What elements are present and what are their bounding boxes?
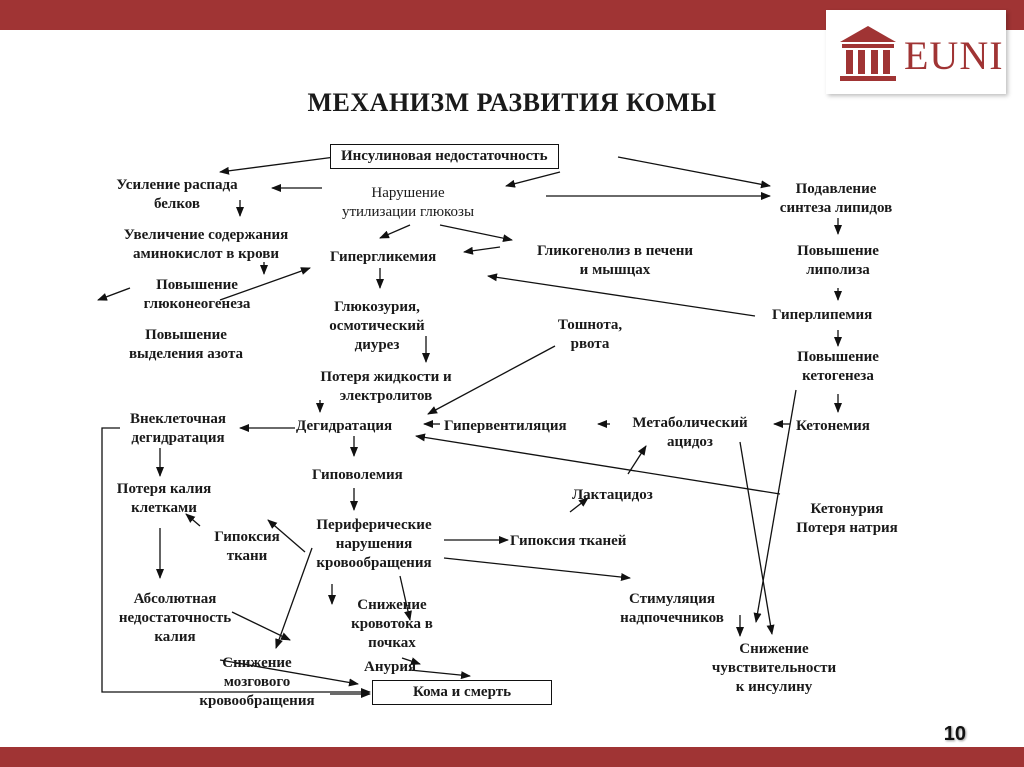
node-text: Периферические [316,517,432,533]
node-lipid-synthesis: Подавление синтеза липидов [756,180,916,218]
node-text: кровообращения [316,555,432,571]
node-nausea: Тошнота, рвота [542,316,638,354]
node-text: мозгового [223,674,291,690]
node-text: Метаболический [632,415,748,431]
node-gluconeogenesis: Повышение глюконеогенеза [122,276,272,314]
node-text: Снижение [739,641,809,657]
node-text: надпочечников [620,610,724,626]
node-text: клетками [131,500,197,516]
bottom-bar [0,747,1024,767]
node-text: утилизации глюкозы [341,204,475,220]
node-text: диурез [354,337,400,353]
node-dehydration: Дегидратация [296,418,393,434]
node-text: Снижение [357,597,427,613]
node-fluid-loss: Потеря жидкости и электролитов [298,368,474,406]
node-anuria: Анурия [364,659,417,675]
node-text: Повышение [797,349,879,365]
node-potassium-loss: Потеря калия клетками [102,480,226,518]
node-nitrogen: Повышение выделения азота [108,326,264,364]
node-text: кровотока в [351,616,433,632]
node-text: Внеклеточная [129,411,227,427]
node-text: липолиза [806,262,870,278]
node-text: Повышение [156,277,238,293]
node-text: Нарушение [371,185,445,201]
node-potassium-deficiency: Абсолютная недостаточность калия [100,590,250,647]
node-coma-death: Кома и смерть [372,680,552,705]
node-text: белков [153,196,201,212]
node-text: электролитов [339,388,433,404]
node-text: Гликогенолиз в печени [536,243,694,259]
node-text: рвота [570,336,610,352]
node-text: кровообращения [199,693,315,709]
logo: EUNI [826,10,1006,94]
node-text: Кетонурия [810,501,884,517]
node-text: Повышение [797,243,879,259]
node-text: аминокислот в крови [133,246,279,262]
node-text: Подавление [795,181,877,197]
node-glucosuria: Глюкозурия, осмотический диурез [306,298,448,355]
page-number: 10 [943,723,966,745]
node-ketogenesis: Повышение кетогенеза [778,348,898,386]
node-protein-breakdown: Усиление распада белков [108,176,246,214]
node-ketonemia: Кетонемия [796,418,870,434]
node-amino-acids: Увеличение содержания аминокислот в крови [100,226,312,264]
node-text: выделения азота [128,346,244,362]
building-icon [840,26,896,81]
node-brain-circulation: Снижение мозгового кровообращения [182,654,332,711]
logo-text: EUNI [904,33,1004,78]
node-insulin-deficiency: Инсулиновая недостаточность [330,144,559,169]
node-text: Потеря натрия [796,520,898,536]
node-text: нарушения [335,536,413,552]
node-glycogenolysis: Гликогенолиз в печени и мышцах [512,242,718,280]
node-text: почках [368,635,416,651]
node-text: Потеря калия [116,481,212,497]
node-text: Тошнота, [557,317,623,333]
node-glucose-utilization: Нарушение утилизации глюкозы [318,184,498,222]
node-hyperglycemia: Гипергликемия [330,249,437,265]
node-text: синтеза липидов [779,200,893,216]
node-metabolic-acidosis: Метаболический ацидоз [612,414,768,452]
node-hypovolemia: Гиповолемия [312,467,403,483]
node-tissue-hypoxia-left: Гипоксия ткани [200,528,294,566]
node-text: дегидратация [131,430,225,446]
node-renal-blood-flow: Снижение кровотока в почках [334,596,450,653]
node-text: Гипоксия [214,529,280,545]
node-text: чувствительности [711,660,837,676]
node-text: и мышцах [579,262,651,278]
node-text: Снижение [222,655,292,671]
node-insulin-sensitivity: Снижение чувствительности к инсулину [686,640,862,697]
node-lactacidosis: Лактацидоз [572,487,653,503]
node-text: кетогенеза [802,368,874,384]
node-text: Увеличение содержания [123,227,289,243]
node-text: к инсулину [735,679,813,695]
node-adrenal-stimulation: Стимуляция надпочечников [600,590,744,628]
node-hyperlipemia: Гиперлипемия [772,307,873,323]
page-title: МЕХАНИЗМ РАЗВИТИЯ КОМЫ [307,88,717,117]
node-text: калия [154,629,196,645]
node-text: ткани [226,548,268,564]
node-text: Усиление распада [116,177,238,193]
node-text: Стимуляция [629,591,715,607]
node-tissue-hypoxia: Гипоксия тканей [510,533,627,549]
node-text: глюконеогенеза [143,296,251,312]
node-hyperventilation: Гипервентиляция [444,418,567,434]
node-text: недостаточность [118,610,232,626]
node-text: Повышение [145,327,227,343]
node-peripheral-circulation: Периферические нарушения кровообращения [300,516,448,573]
node-text: Глюкозурия, [334,299,420,315]
node-extracellular-dehydration: Внеклеточная дегидратация [108,410,248,448]
node-lipolysis: Повышение липолиза [778,242,898,280]
node-text: ацидоз [667,434,713,450]
node-text: осмотический [329,318,425,334]
node-text: Абсолютная [133,591,217,607]
node-text: Потеря жидкости и [320,369,452,385]
